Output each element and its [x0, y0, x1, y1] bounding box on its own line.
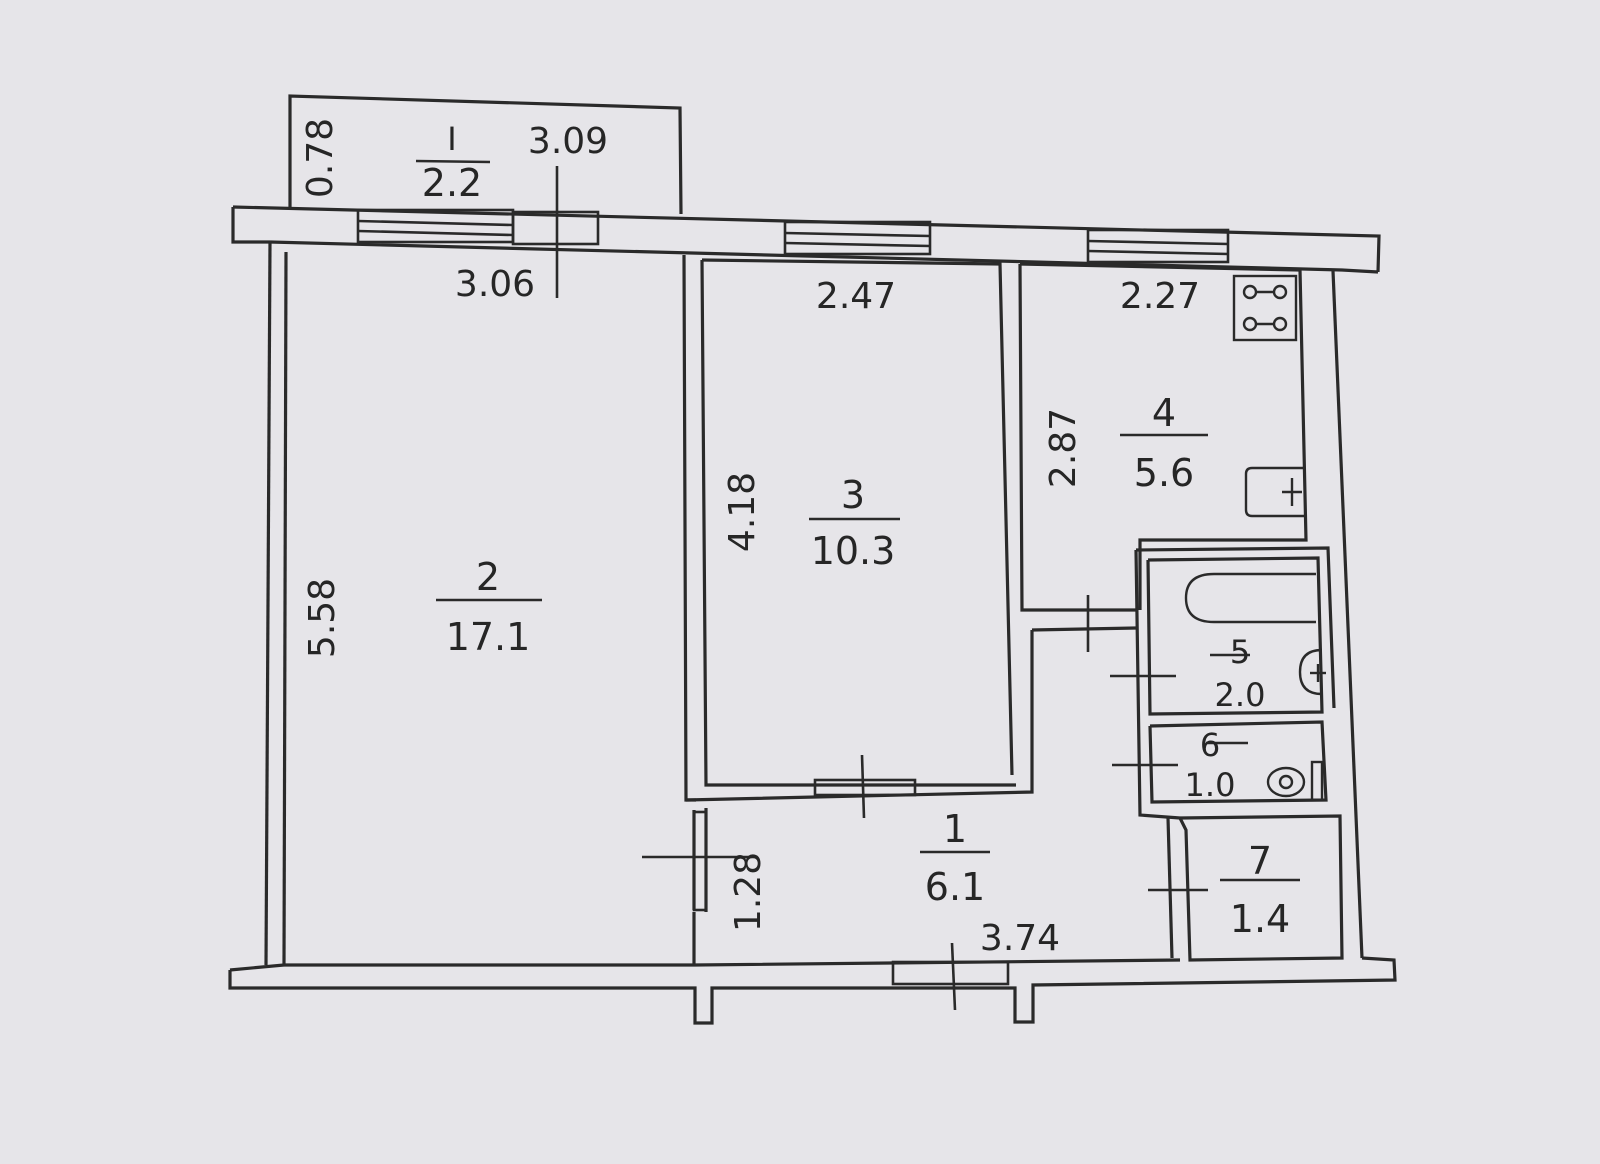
- entry-door: [891, 960, 1010, 986]
- hall-length: 3.74: [980, 918, 1060, 959]
- room-3-walls: [685, 258, 1034, 819]
- room-4-area: 5.6: [1134, 451, 1194, 495]
- wet-rooms-walls: [1110, 546, 1344, 962]
- room-6-area: 1.0: [1185, 766, 1236, 804]
- window-room-2: [356, 208, 600, 246]
- labels: I 2.2 3.09 0.78 3.06 5.58 2 17.1 2.47 4.…: [300, 118, 1290, 959]
- room-2-area: 17.1: [446, 615, 531, 659]
- balcony-area: 2.2: [422, 161, 482, 205]
- bathtub-icon: [1184, 572, 1316, 624]
- room-6-number: 6: [1200, 726, 1220, 764]
- room-7-area: 1.4: [1230, 897, 1290, 941]
- right-wall: [1331, 270, 1364, 959]
- room-5-number: 5: [1230, 633, 1250, 671]
- bath-sink-icon: [1298, 648, 1326, 696]
- window-room-3: [783, 220, 932, 256]
- balcony-number: I: [447, 120, 456, 158]
- room-4-width: 2.27: [1120, 276, 1200, 317]
- window-room-4: [1086, 228, 1230, 264]
- room-4-length: 2.87: [1043, 408, 1084, 488]
- room-1-area: 6.1: [925, 865, 985, 909]
- kitchen-sink-icon: [1244, 466, 1304, 518]
- stove-icon: [1232, 274, 1298, 342]
- left-wall: [264, 241, 288, 966]
- room-1-number: 1: [943, 807, 967, 851]
- room-3-length: 4.18: [722, 472, 763, 552]
- room-5-area: 2.0: [1215, 676, 1266, 714]
- room-3-area: 10.3: [811, 529, 896, 573]
- room-3-number: 3: [841, 473, 865, 517]
- toilet-icon: [1266, 760, 1324, 802]
- room-4-walls: [1018, 262, 1308, 652]
- balcony: [288, 94, 683, 215]
- room-2-length: 5.58: [302, 578, 343, 658]
- room-2-width: 3.06: [455, 264, 535, 305]
- top-wall: [231, 205, 1381, 274]
- room-3-width: 2.47: [816, 276, 896, 317]
- room-7-number: 7: [1248, 839, 1272, 883]
- dimension-ticks: [415, 159, 1300, 882]
- balcony-length: 3.09: [528, 121, 608, 162]
- balcony-depth: 0.78: [300, 118, 341, 198]
- hall-width: 1.28: [728, 852, 769, 932]
- room-2-number: 2: [476, 555, 500, 599]
- room-4-number: 4: [1152, 391, 1176, 435]
